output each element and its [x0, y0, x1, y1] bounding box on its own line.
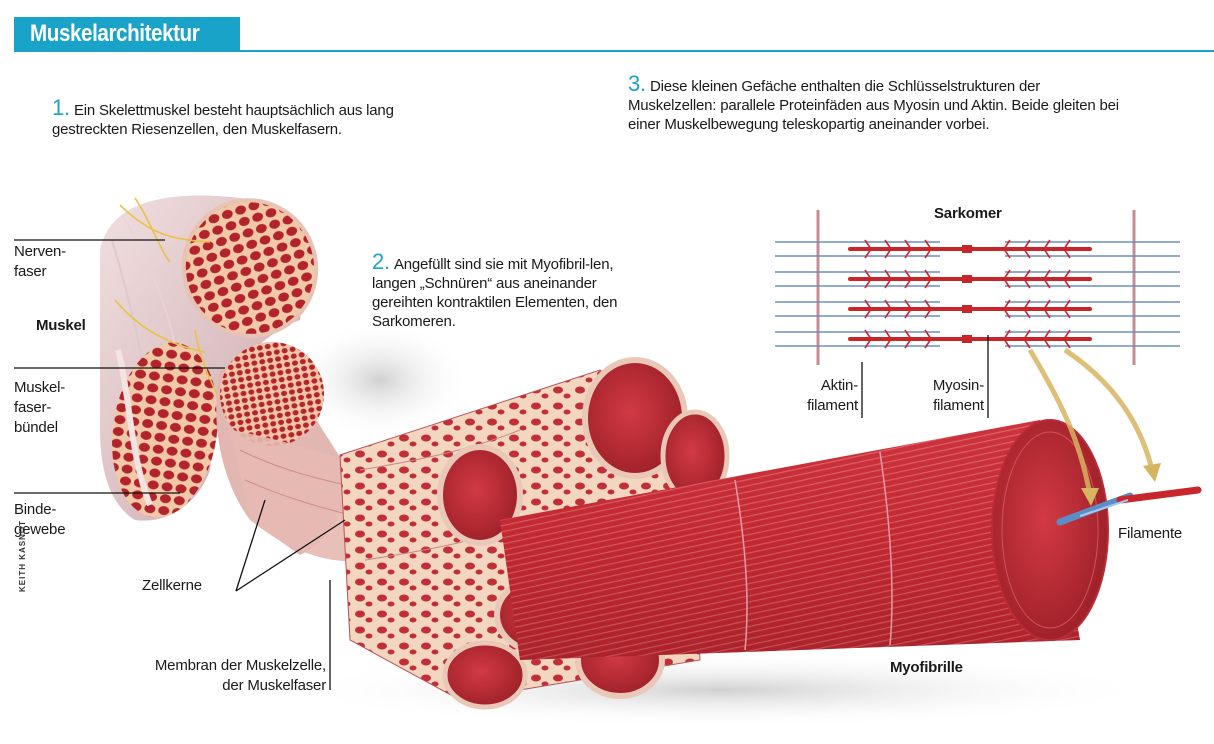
step-2-number: 2.	[372, 249, 390, 274]
step-2-text: 2.Angefüllt sind sie mit Myofibril-len, …	[372, 252, 640, 331]
label-muskelfaserbuendel: Muskel- faser- bündel	[14, 378, 65, 438]
step-2-body: Angefüllt sind sie mit Myofibril-len, la…	[372, 256, 617, 330]
step-3-text: 3.Diese kleinen Gefäche enthalten die Sc…	[628, 74, 1128, 134]
label-aktinfilament: Aktin- filament	[806, 376, 858, 416]
label-sarkomer: Sarkomer	[934, 204, 1002, 224]
label-membran: Membran der Muskelzelle, der Muskelfaser	[132, 656, 326, 696]
label-myofibrille: Myofibrille	[890, 658, 963, 678]
label-myosinfilament: Myosin- filament	[920, 376, 984, 416]
label-filamente: Filamente	[1118, 524, 1182, 544]
step-3-number: 3.	[628, 71, 646, 96]
label-nervenfaser: Nerven- faser	[14, 242, 66, 282]
step-3-body: Diese kleinen Gefäche enthalten die Schl…	[628, 78, 1119, 133]
step-1-number: 1.	[52, 95, 70, 120]
sarkomer-diagram	[775, 210, 1180, 365]
label-muskel: Muskel	[36, 316, 86, 336]
label-zellkerne: Zellkerne	[142, 576, 202, 596]
step-1-body: Ein Skelettmuskel besteht hauptsächlich …	[52, 102, 394, 138]
step-1-text: 1.Ein Skelettmuskel besteht hauptsächlic…	[52, 98, 452, 139]
photo-credit: KEITH KASNOT	[18, 520, 27, 592]
